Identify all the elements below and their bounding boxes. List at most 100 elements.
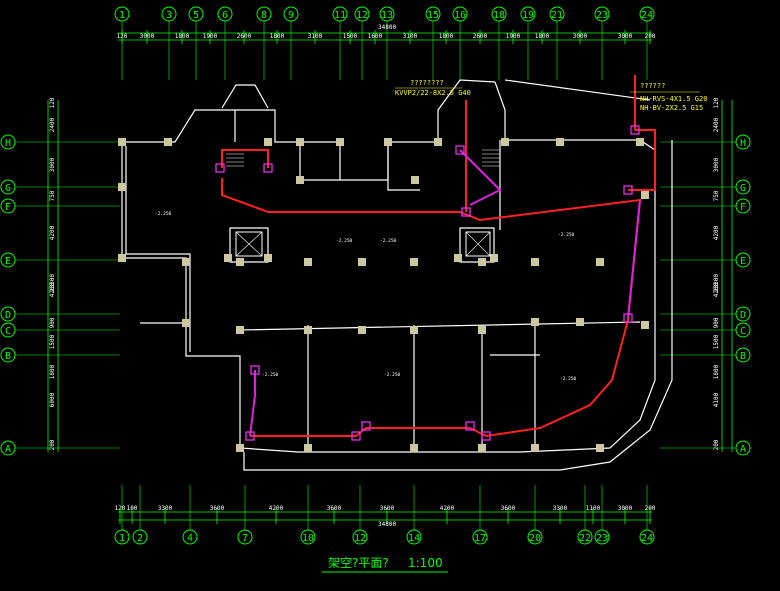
dimension-text: 4200 [713,225,720,240]
grid-bubble-row: H [735,134,751,150]
column [236,444,244,452]
grid-bubble-label: D [740,310,746,321]
grid-bubble-top: 19 [520,6,536,80]
dimension-text: 4200 [49,225,56,240]
dimension-text: 1500 [713,334,720,349]
column [304,444,312,452]
dimension-text: 120 [49,97,56,108]
grid-bubble-label: 2 [137,533,143,544]
drawing-scale: 1:100 [408,556,443,570]
column [118,183,126,191]
column [411,176,419,184]
grid-bubble-top: 15 [425,6,441,80]
column [478,444,486,452]
grid-bubble-row: B [735,347,751,363]
device-box [630,125,640,135]
column [236,258,244,266]
dimension-text: 23300 [713,274,720,292]
grid-bubble-label: 24 [641,10,653,21]
elevation-mark: -2.250 [380,238,397,244]
drawing-title: 架空?平面? [328,556,389,570]
grid-bubble-label: H [5,138,11,149]
grid-bubble-label: 10 [302,533,314,544]
elevator-shafts [235,231,491,257]
right-cable-title: ?????? [640,82,665,90]
column [636,138,644,146]
grid-bubble-label: 23 [596,10,608,21]
dimension-text: 120 [713,97,720,108]
grid-bubble-label: C [740,326,746,337]
grid-bubble-label: E [740,256,746,267]
device-box [351,431,361,441]
grid-bubble-row: G [735,179,751,195]
grid-bubble-label: 20 [529,533,541,544]
dimension-text: 2400 [713,117,720,132]
dimension-text: 200 [49,439,56,450]
grid-axis-lines [15,141,736,449]
grid-bubble-label: 13 [381,10,393,21]
grid-bubble-label: 19 [522,10,534,21]
grid-bubble-label: D [5,310,11,321]
dimension-text: 750 [49,190,56,201]
column [410,258,418,266]
grid-bubble-row: C [735,322,751,338]
grid-bubble-label: B [740,351,746,362]
grid-bubble-bottom: 22 [577,485,593,545]
grid-bubble-label: 17 [474,533,486,544]
column [490,254,498,262]
cable-annotations: ???????? KVVP2/22-8X2.5 G40 ?????? NH-RV… [395,79,707,112]
grid-bubble-bottom: 20 [527,485,543,545]
device-box [461,207,471,217]
column [336,138,344,146]
device-box [465,421,475,431]
grid-bubble-row: D [0,306,16,322]
elevation-mark: -2.250 [262,372,279,378]
column [641,321,649,329]
elevation-mark: -2.250 [155,211,172,217]
dimension-text: 4200 [713,282,720,297]
column [410,326,418,334]
grid-bubble-bottom: 23 [594,485,610,545]
grid-bubble-row: G [0,179,16,195]
building-walls [121,79,673,471]
dimension-text: 6000 [49,392,56,407]
column [596,258,604,266]
dimension-text: 1500 [49,334,56,349]
grid-bubble-label: 24 [641,533,653,544]
column [164,138,172,146]
column [358,326,366,334]
grid-bubble-row: B [0,347,16,363]
grid-bubble-label: A [5,444,11,455]
column [236,326,244,334]
grid-bubble-label: 9 [288,10,294,21]
grid-bubble-row: H [0,134,16,150]
dimension-text: 4100 [713,392,720,407]
elevation-marks: -2.250 -2.250 -2.250 -2.250 -2.250 -2.25… [155,211,577,382]
cable-routes [221,75,656,438]
grid-bubble-label: 3 [166,10,172,21]
device-box [623,185,633,195]
column [434,138,442,146]
dimension-text: 3000 [713,157,720,172]
grid-bubble-top: 18 [491,6,507,80]
grid-bubble-label: 12 [356,10,368,21]
grid-bubble-row: E [735,252,751,268]
column [118,254,126,262]
grid-bubble-label: F [5,202,11,213]
dimension-text: 750 [713,190,720,201]
column [358,258,366,266]
grid-bubble-label: 1 [119,533,125,544]
column [454,254,462,262]
grid-bubble-bottom: 1 [114,485,130,545]
grid-bubble-label: 18 [493,10,505,21]
grid-bubble-label: 8 [261,10,267,21]
column [478,326,486,334]
elevation-mark: -2.250 [336,238,353,244]
grid-bubble-label: H [740,138,746,149]
grid-bubble-label: 15 [427,10,439,21]
